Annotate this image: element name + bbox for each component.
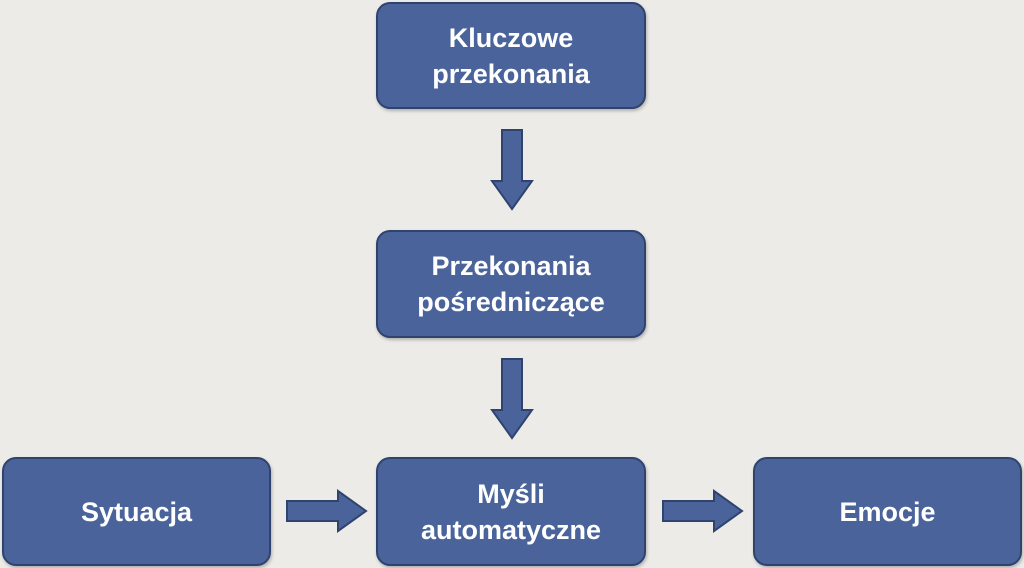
situation-box: Sytuacja <box>2 457 271 566</box>
arrow-situation-to-automatic <box>286 489 368 533</box>
intermediate-beliefs-box: Przekonania pośredniczące <box>376 230 646 338</box>
automatic-thoughts-box: Myśli automatyczne <box>376 457 646 566</box>
arrow-core-to-intermediate <box>490 129 534 211</box>
arrow-automatic-to-emotions <box>662 489 744 533</box>
arrow-intermediate-to-automatic <box>490 358 534 440</box>
emotions-box: Emocje <box>753 457 1022 566</box>
core-beliefs-box: Kluczowe przekonania <box>376 2 646 109</box>
